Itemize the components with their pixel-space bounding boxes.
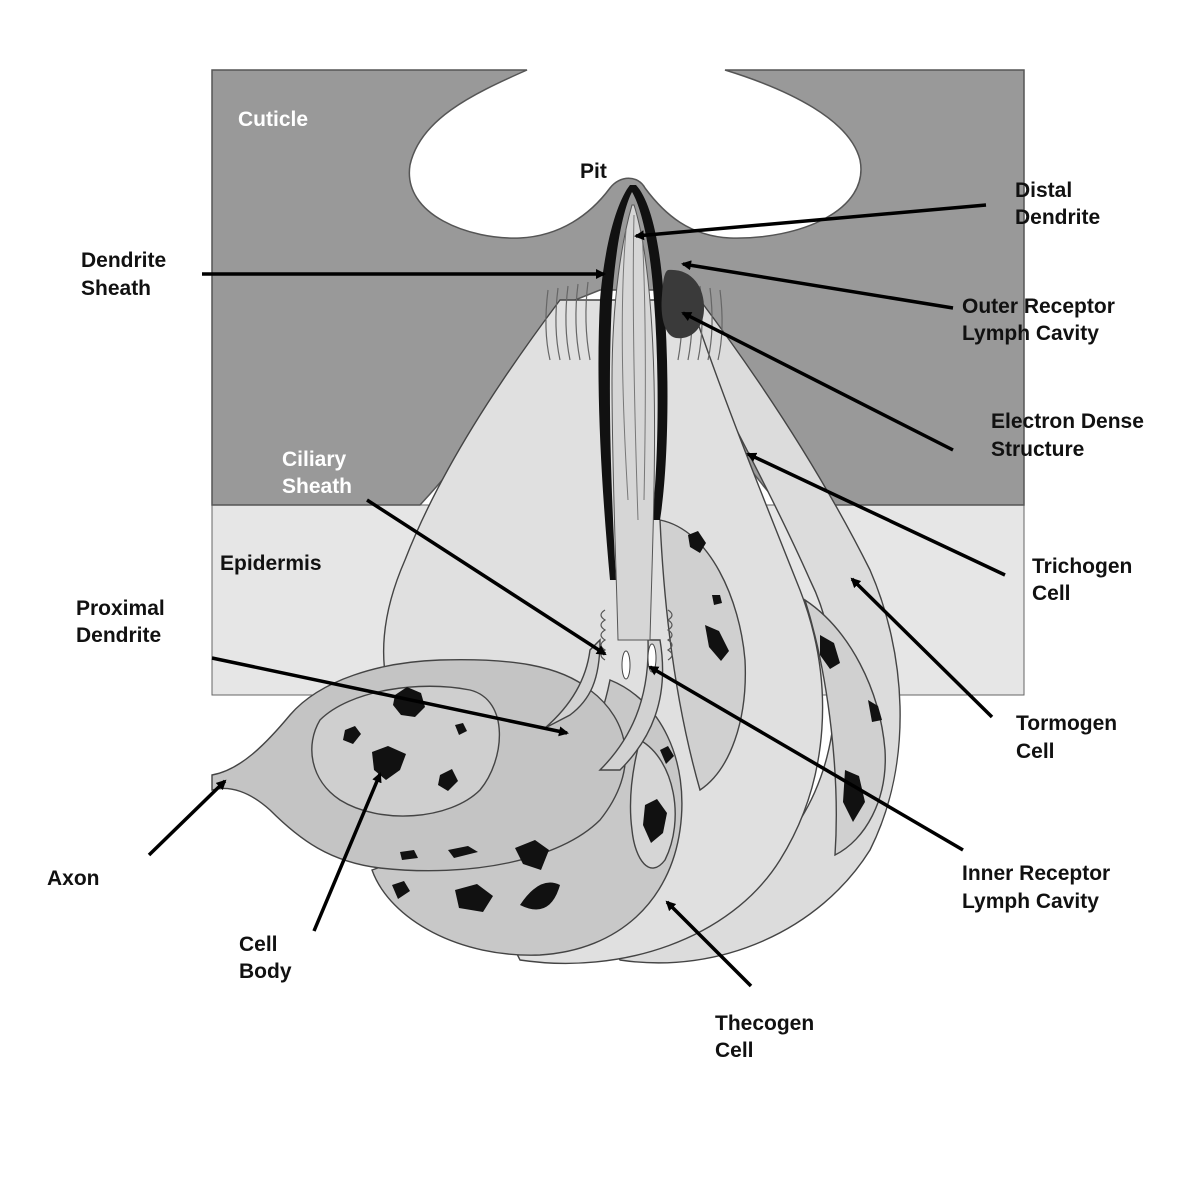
label-dendrite-sheath-2: Sheath [81,277,151,300]
dendrite-lines [621,214,646,521]
arrow-axon [147,779,227,857]
label-thecogen-1: Thecogen [715,1012,814,1035]
label-tormogen-2: Cell [1016,740,1055,763]
label-cell-body-2: Body [239,960,292,983]
label-epidermis: Epidermis [220,552,322,575]
label-trichogen-1: Trichogen [1032,555,1132,578]
electron-dense-structure [661,269,705,339]
arrow-distal-dendrite [634,203,987,241]
arrow-cell-body [312,772,382,932]
label-electron-dense-1: Electron Dense [991,410,1144,433]
label-distal-dendrite-2: Dendrite [1015,206,1100,229]
label-thecogen-2: Cell [715,1039,754,1062]
arrow-thecogen [665,900,753,988]
arrow-proximal-dendrite [211,656,569,737]
label-pit: Pit [580,160,607,183]
trichogen-nucleus-region [659,519,747,792]
label-outer-receptor-2: Lymph Cavity [962,322,1099,345]
arrow-inner-receptor [648,665,964,852]
label-axon: Axon [47,867,100,890]
label-distal-dendrite-1: Distal [1015,179,1072,202]
label-trichogen-2: Cell [1032,582,1071,605]
arrow-ciliary-sheath [366,498,607,656]
arrow-electron-dense [681,311,954,452]
label-ciliary-sheath-1: Ciliary [282,448,347,471]
label-cuticle: Cuticle [238,108,308,131]
proximal-dendrite-shape-2 [598,639,664,771]
label-proximal-dendrite-1: Proximal [76,597,165,620]
arrow-trichogen [746,452,1006,577]
label-tormogen-1: Tormogen [1016,712,1117,735]
label-outer-receptor-1: Outer Receptor [962,295,1115,318]
label-ciliary-sheath-2: Sheath [282,475,352,498]
arrow-tormogen [850,577,994,719]
label-inner-receptor-1: Inner Receptor [962,862,1110,885]
label-cell-body-1: Cell [239,933,278,956]
inner-receptor-lymph-cavity [621,643,657,680]
nuclei [343,531,882,912]
arrow-outer-receptor [681,260,954,310]
label-electron-dense-2: Structure [991,438,1084,461]
label-inner-receptor-2: Lymph Cavity [962,890,1099,913]
label-proximal-dendrite-2: Dendrite [76,624,161,647]
label-dendrite-sheath-1: Dendrite [81,249,166,272]
pointer-arrows [147,203,1006,988]
tormogen-cell [598,298,901,964]
